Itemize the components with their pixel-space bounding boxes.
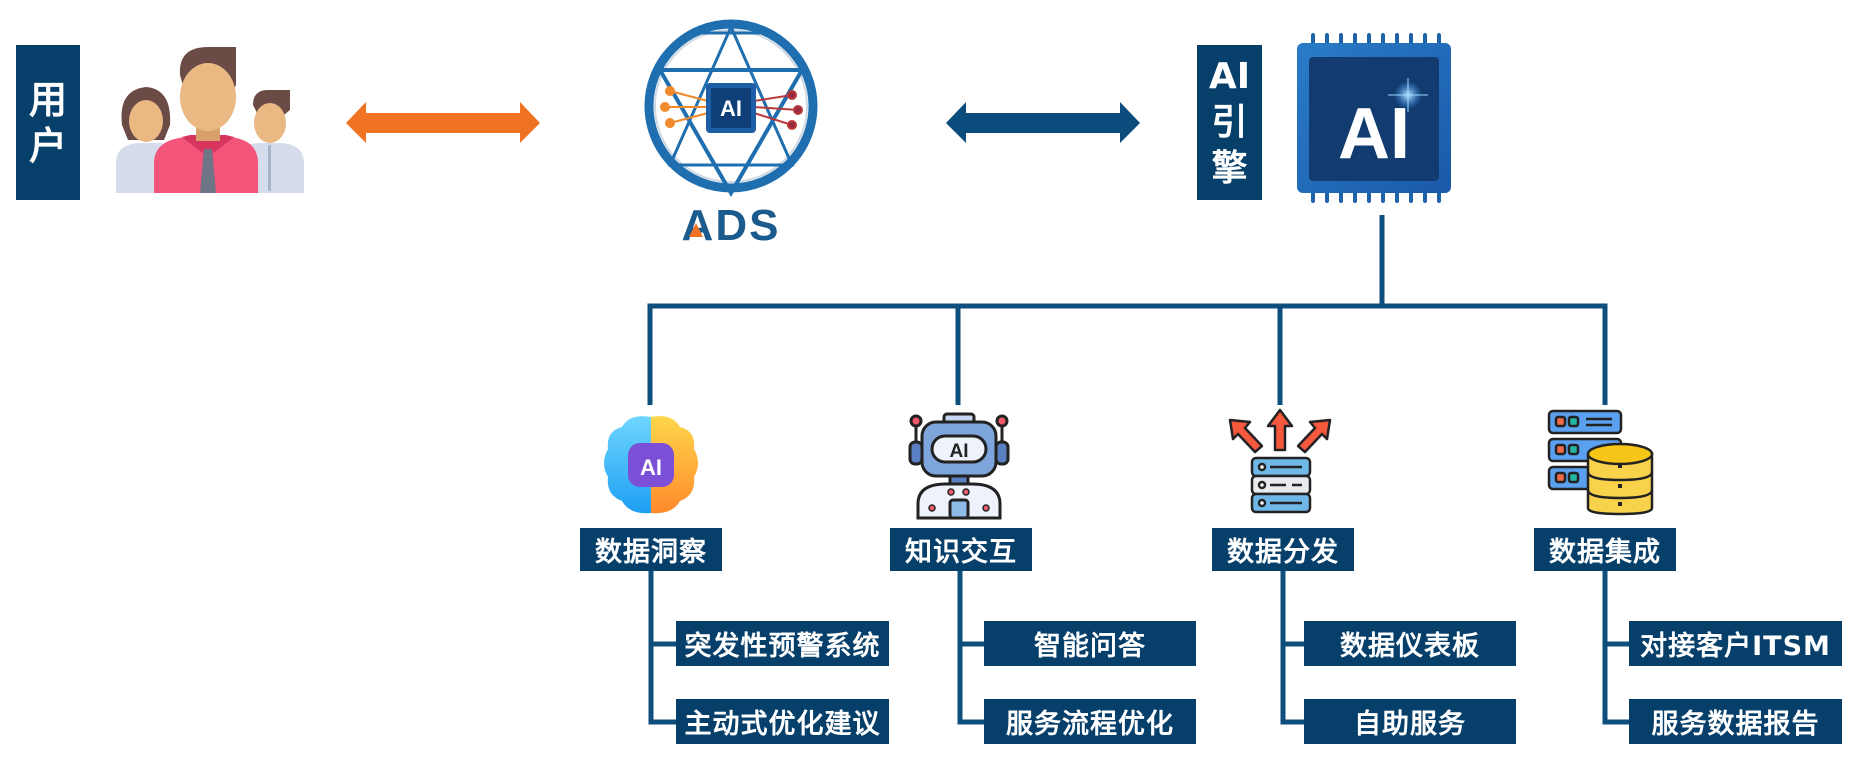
- sub-item: 服务流程优化: [984, 699, 1196, 744]
- category-data-insight: 数据洞察: [580, 528, 722, 571]
- branch-bus-line: [647, 303, 1608, 405]
- server-distribution-icon: [1228, 408, 1332, 514]
- sub-item: 数据仪表板: [1304, 621, 1516, 666]
- brain-icon-text: AI: [640, 455, 662, 480]
- user-ads-double-arrow: [346, 102, 540, 143]
- category-knowledge-interaction: 知识交互: [890, 528, 1032, 571]
- subtree-line-2: [957, 571, 984, 725]
- sub-item: 突发性预警系统: [676, 621, 889, 666]
- engine-label-char: 引: [1211, 101, 1248, 143]
- ads-engine-double-arrow: [946, 102, 1140, 143]
- ai-brain-icon: AI: [604, 416, 698, 514]
- ads-chip-text: AI: [720, 96, 742, 121]
- robot-icon-text: AI: [950, 441, 969, 462]
- category-data-distribution: 数据分发: [1212, 528, 1354, 571]
- engine-label-char: AI: [1208, 55, 1251, 97]
- engine-chip-text: AI: [1338, 94, 1410, 174]
- category-data-integration: 数据集成: [1534, 528, 1676, 571]
- users-group-icon: [116, 47, 304, 193]
- subtree-line-3: [1280, 571, 1304, 725]
- engine-label: AI 引 擎: [1197, 45, 1262, 200]
- sub-item: 对接客户ITSM: [1629, 621, 1842, 666]
- user-label-char: 户: [28, 123, 67, 168]
- subtree-line-4: [1602, 571, 1629, 725]
- sub-item: 主动式优化建议: [676, 699, 889, 744]
- ads-logo-text: ADS: [682, 201, 781, 250]
- server-database-icon: [1547, 409, 1654, 516]
- user-label-char: 用: [28, 77, 67, 122]
- sub-item: 智能问答: [984, 621, 1196, 666]
- ai-chip-icon: AI: [1297, 33, 1451, 203]
- sub-item: 自助服务: [1304, 699, 1516, 744]
- subtree-line-1: [648, 571, 676, 725]
- sub-item: 服务数据报告: [1629, 699, 1842, 744]
- ai-robot-icon: AI: [908, 412, 1010, 520]
- engine-label-char: 擎: [1211, 147, 1248, 189]
- ads-globe-chip-icon: AI ADS: [644, 19, 818, 250]
- user-label: 用 户: [16, 45, 80, 200]
